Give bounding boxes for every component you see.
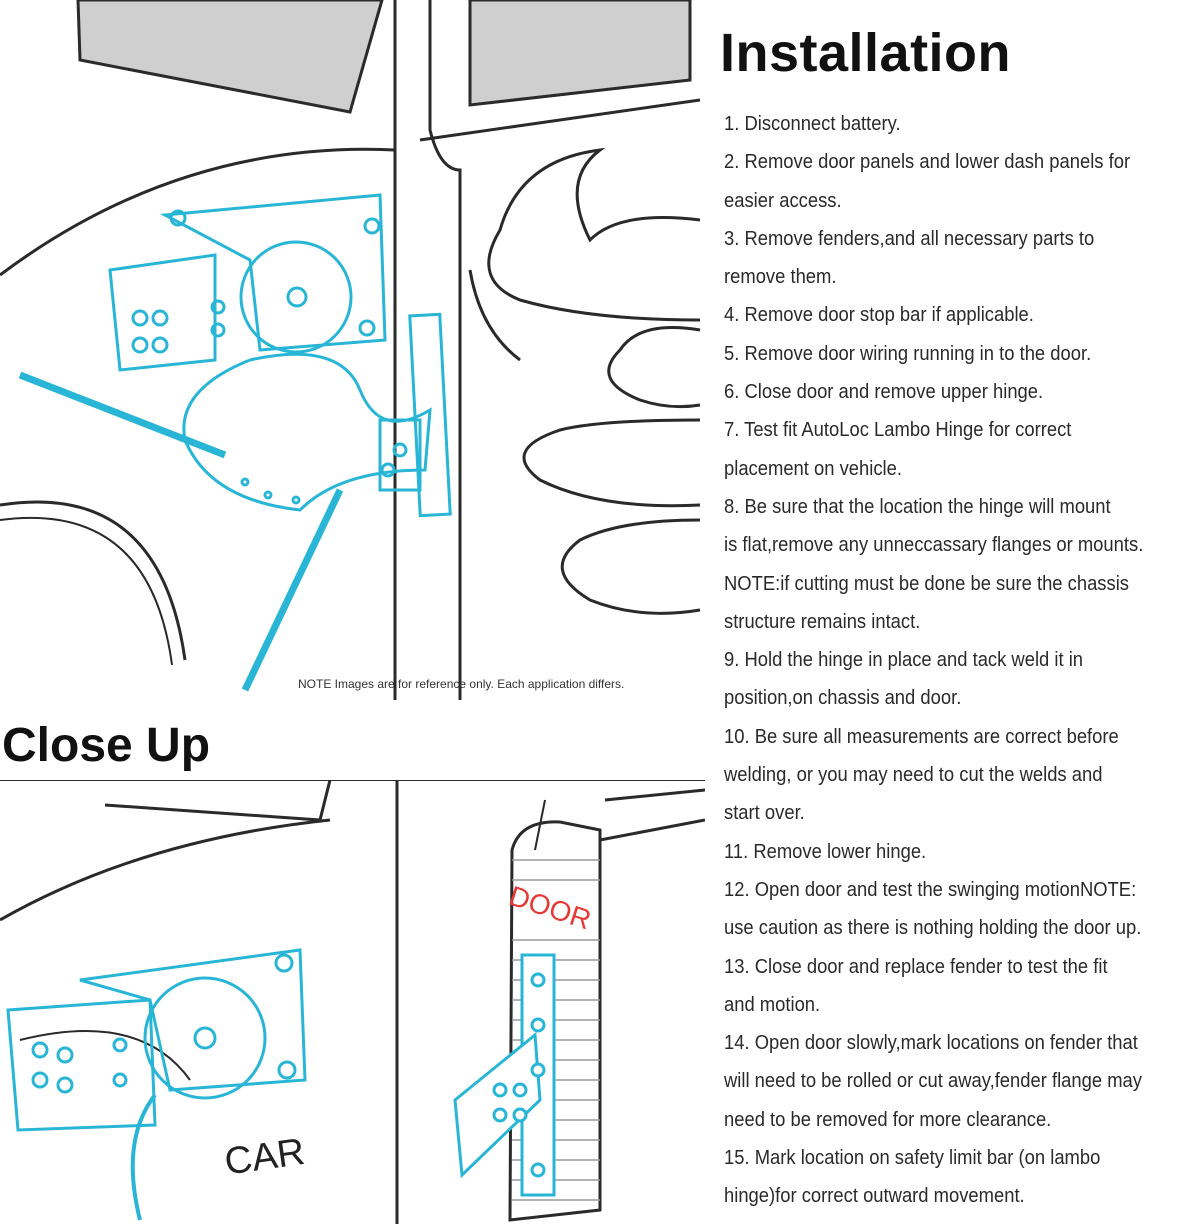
step-line: NOTE:if cutting must be done be sure the… [724,572,1130,595]
step-line: 8. Be sure that the location the hinge w… [724,495,1111,518]
hinge-diagram-icon [0,0,701,700]
step-line: welding, or you may need to cut the weld… [724,764,1103,787]
step-line: 9. Hold the hinge in place and tack weld… [724,649,1084,672]
step-line: 6. Close door and remove upper hinge. [724,381,1044,404]
step-line: 1. Disconnect battery. [724,113,901,135]
side-window-shape [468,0,692,107]
step-line: placement on vehicle. [724,457,902,480]
step-line: 5. Remove door wiring running in to the … [724,342,1092,365]
reference-note: NOTE Images are for reference only. Each… [298,677,625,691]
hinge-assembly [18,193,452,692]
step-line: 7. Test fit AutoLoc Lambo Hinge for corr… [724,419,1072,442]
hinge-installation-illustration [0,0,705,705]
step-line: remove them. [724,266,837,289]
closeup-title: Close Up [2,719,211,772]
step-line: hinge)for correct outward movement. [724,1185,1025,1208]
step-line: 15. Mark location on safety limit bar (o… [724,1147,1101,1170]
door-hatch-icon [453,788,705,1222]
step-line: position,on chassis and door. [724,687,962,710]
installation-steps: 1. Disconnect battery. 2. Remove door pa… [724,105,1162,1216]
step-line: use caution as there is nothing holding … [724,917,1142,940]
flame-decal-icon [468,147,701,615]
step-line: 2. Remove door panels and lower dash pan… [724,151,1131,174]
windshield-shape [76,0,384,114]
step-line: structure remains intact. [724,610,921,633]
step-line: 4. Remove door stop bar if applicable. [724,304,1034,327]
step-line: is flat,remove any unneccassary flanges … [724,534,1144,557]
step-line: easier access. [724,189,842,212]
installation-title: Installation [720,23,1012,83]
step-line: 10. Be sure all measurements are correct… [724,725,1119,748]
step-line: 12. Open door and test the swinging moti… [724,878,1137,901]
step-line: need to be removed for more clearance. [724,1108,1052,1131]
step-line: start over. [724,802,805,825]
step-line: 14. Open door slowly,mark locations on f… [724,1032,1138,1055]
step-line: 3. Remove fenders,and all necessary part… [724,227,1095,250]
step-line: will need to be rolled or cut away,fende… [724,1070,1142,1093]
step-line: and motion. [724,993,821,1016]
closeup-illustration [0,780,705,1224]
step-line: 13. Close door and replace fender to tes… [724,955,1108,978]
step-line: 11. Remove lower hinge. [724,840,927,863]
closeup-hinge [6,948,307,1221]
